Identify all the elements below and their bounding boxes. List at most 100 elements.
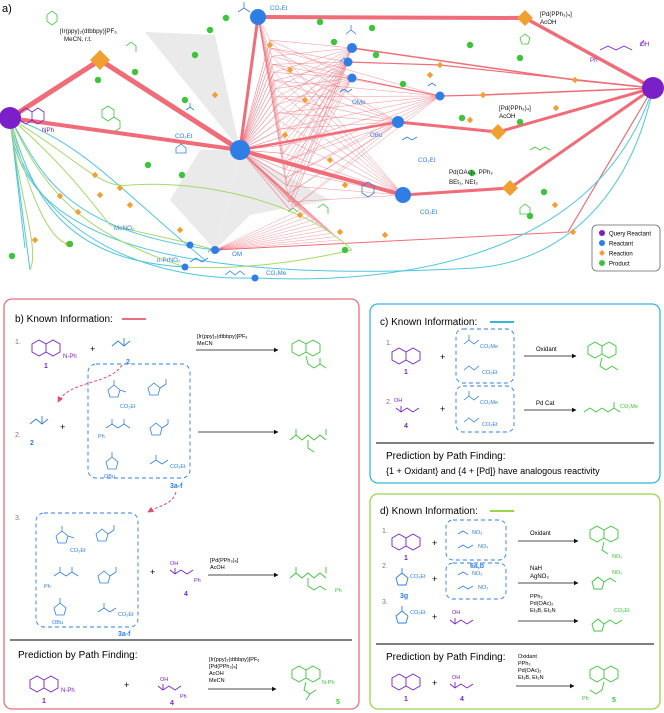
fan-edge [239, 149, 290, 203]
molecule-sketches [19, 2, 645, 276]
reaction-node [326, 156, 334, 164]
panel-d: d) Known Information: 1. 2. 3. 1 + NO₂ N… [369, 493, 661, 710]
label-co2et-mid: CO₂Et [418, 157, 436, 164]
panel-c-prediction-title: Prediction by Path Finding: [386, 451, 506, 462]
mol-1-prediction [29, 675, 59, 693]
fan-edge [257, 16, 276, 89]
plus-c1: + [440, 352, 445, 362]
plus-bp: + [124, 680, 129, 690]
c2-oh: OH [394, 398, 402, 404]
box-c1 [455, 328, 515, 384]
fan-edge [270, 47, 441, 97]
fan-edge [257, 16, 275, 73]
reaction-node [31, 236, 39, 244]
d1-reagent: Oxidant [530, 531, 551, 537]
fan-edge [278, 61, 349, 114]
d2-co2et: CO₂Et [410, 574, 426, 580]
reagent-pdoac-line2: BEt₃, NEt₃ [449, 179, 478, 186]
step-c1: 1. [386, 340, 392, 347]
bp-reagent-1: [Ir(ppy)₂(dtbbpy)]PF₆ [209, 657, 260, 663]
step-b1: 1. [15, 339, 21, 346]
bp-reagent-2: [Pd(PPh₃)₄] [209, 664, 238, 670]
reagent-pd2-line1: [Pd(PPh₃)₄] [499, 105, 531, 112]
mol-2-step2 [29, 416, 49, 425]
reagent-pd2-line2: AcOH [499, 113, 516, 120]
label-b-c3a: 3a-f [170, 483, 183, 490]
reaction-node [341, 181, 349, 189]
c1-co2et: CO₂Et [482, 370, 498, 376]
label-dp-c4: 4 [460, 696, 464, 703]
fan-edge [271, 55, 353, 79]
d1-product-no2: NO₂ [612, 554, 622, 560]
fan-edge [239, 149, 291, 211]
plus-d2: + [432, 574, 437, 584]
b3-reagent-line1: [Pd(PPh₃)₄] [210, 558, 239, 564]
reagent-pd-line2: AcOH [540, 19, 557, 26]
legend: Query Reactant Reactant Reaction Product [591, 224, 661, 272]
fan-edge [286, 47, 353, 186]
fan-edge [289, 194, 404, 203]
mol-product-d3 [591, 618, 623, 632]
panel-b-title: b) Known Information: [15, 314, 113, 325]
step-d1: 1. [382, 528, 388, 535]
reagent-pdoac-line1: Pd(OAc)₂, PPh₃ [449, 169, 493, 176]
dp-reagent-1: Oxidant [518, 654, 537, 660]
shaded-regions [145, 32, 330, 250]
label-b-c3b: 3a-f [118, 631, 131, 638]
product-node [144, 161, 152, 169]
product-nodes [8, 14, 548, 260]
mol-product-step2 [289, 429, 327, 453]
fan-edge [214, 223, 318, 251]
box-3a-f-step2 [87, 363, 191, 479]
mol-4-c [395, 406, 420, 413]
b3-ph4: Ph [194, 578, 201, 584]
mol-product-step1 [291, 339, 327, 369]
fan-edge [214, 213, 305, 251]
reagent-pd-line1: [Pd(PPh₃)₄] [540, 11, 572, 18]
b3-ph: Ph [44, 584, 51, 590]
fan-edge [214, 233, 332, 251]
fan-edge [239, 88, 276, 151]
c2-co2me: CO₂Me [480, 400, 498, 406]
mol-product-c1 [587, 341, 619, 371]
fan-edge [276, 96, 399, 123]
fan-edge [277, 47, 353, 105]
fan-edge [214, 209, 301, 251]
b1-reagent-line1: [Ir(ppy)₂(dtbbpy)]PF₆ [197, 334, 248, 340]
fan-edge [239, 80, 276, 151]
step-c2: 2. [386, 399, 392, 406]
fan-edge [278, 112, 399, 123]
fan-edge [280, 95, 441, 130]
product-node [540, 188, 548, 196]
plus-b3: + [150, 567, 155, 577]
label-bp-c4: 4 [170, 700, 174, 707]
label-om: OM [232, 251, 242, 258]
fan-edge [289, 95, 441, 211]
reaction-node [569, 228, 577, 236]
reaction-node [116, 184, 124, 192]
label-d-c6: 6a,b [470, 563, 484, 570]
label-co2et-left: CO₂Et [175, 133, 193, 140]
product-node [8, 252, 16, 260]
d3-reagent-2: Pd(OAc)₂ [530, 601, 553, 607]
b3-co2et-2: CO₂Et [118, 612, 134, 618]
product-node [316, 18, 324, 26]
plus-dp: + [432, 678, 437, 688]
d2-no2-a: NO₂ [472, 571, 482, 577]
reaction-node [381, 231, 389, 239]
fan-edge [273, 72, 353, 79]
plus-c2: + [440, 404, 445, 414]
plus-d3: + [432, 612, 437, 622]
fan-edge [287, 95, 441, 194]
reaction-node [436, 61, 444, 69]
product-node [399, 80, 407, 88]
b3-co2et-1: CO₂Et [70, 548, 86, 554]
fan-edge [281, 77, 353, 138]
c2-reagent: Pd Cat [536, 401, 555, 407]
panel-c-title: c) Known Information: [380, 317, 477, 328]
reaction-node [571, 76, 579, 84]
reaction-node [211, 91, 219, 99]
mol-5-prediction [291, 665, 321, 701]
label-b-nph1: N-Ph [63, 354, 77, 360]
label-b-c1: 1 [44, 363, 48, 370]
